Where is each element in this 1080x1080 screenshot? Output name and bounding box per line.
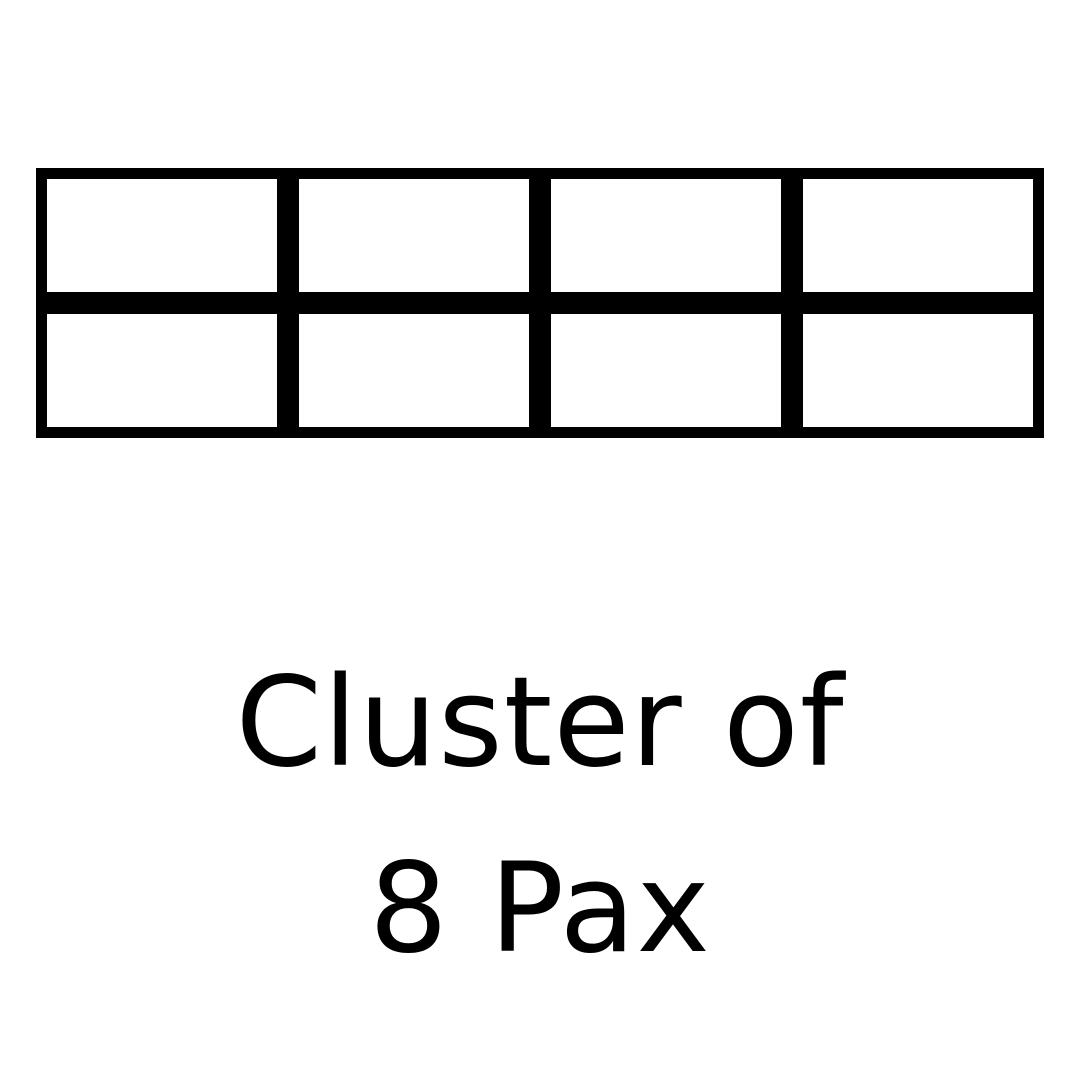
seat-cell [288,303,540,438]
seat-cell [36,168,288,303]
caption-line-2: 8 Pax [369,837,711,981]
seat-cell [540,303,792,438]
seat-cluster-grid [36,168,1044,438]
seat-cell [36,303,288,438]
caption-line-1: Cluster of [235,651,845,795]
seat-cell [540,168,792,303]
seat-cell [288,168,540,303]
seat-cell [792,168,1044,303]
seat-cell [792,303,1044,438]
cluster-caption: Cluster of 8 Pax [0,630,1080,1002]
